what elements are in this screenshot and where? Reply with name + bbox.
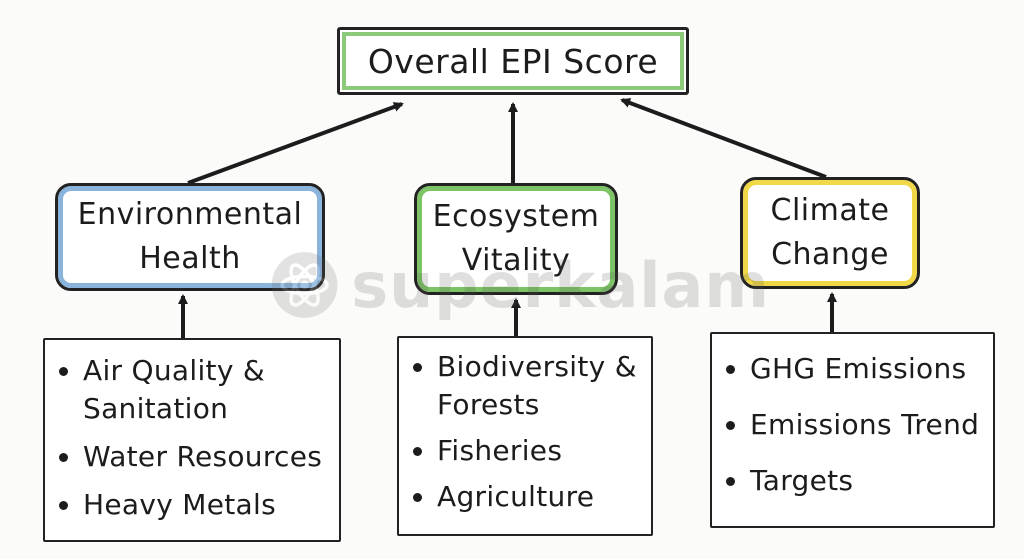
arrow-env-to-top bbox=[187, 102, 404, 185]
list-item: Targets bbox=[712, 462, 993, 500]
list-item: GHG Emissions bbox=[712, 350, 993, 388]
climate-change-label: Climate Change bbox=[770, 193, 890, 272]
list-item: Biodiversity & Forests bbox=[399, 348, 651, 424]
list-item: Fisheries bbox=[399, 432, 651, 470]
ecosystem-vitality-indicators-list: Biodiversity & Forests Fisheries Agricul… bbox=[397, 336, 653, 536]
list-item: Water Resources bbox=[45, 438, 339, 476]
environmental-health-node: Environmental Health bbox=[55, 183, 325, 291]
climate-change-indicators-list: GHG Emissions Emissions Trend Targets bbox=[710, 332, 995, 528]
environmental-health-indicators-list: Air Quality & Sanitation Water Resources… bbox=[43, 338, 341, 542]
list-item: Emissions Trend bbox=[712, 406, 993, 444]
overall-epi-score-label: Overall EPI Score bbox=[367, 41, 659, 81]
overall-epi-score-node: Overall EPI Score bbox=[337, 27, 689, 95]
list-item: Agriculture bbox=[399, 478, 651, 516]
environmental-health-label: Environmental Health bbox=[77, 197, 303, 276]
climate-change-node: Climate Change bbox=[740, 177, 920, 289]
list-item: Heavy Metals bbox=[45, 486, 339, 524]
ecosystem-vitality-node: Ecosystem Vitality bbox=[414, 183, 618, 295]
ecosystem-vitality-label: Ecosystem Vitality bbox=[432, 199, 600, 278]
list-item: Air Quality & Sanitation bbox=[45, 352, 339, 428]
arrow-clim-to-top bbox=[620, 98, 827, 179]
